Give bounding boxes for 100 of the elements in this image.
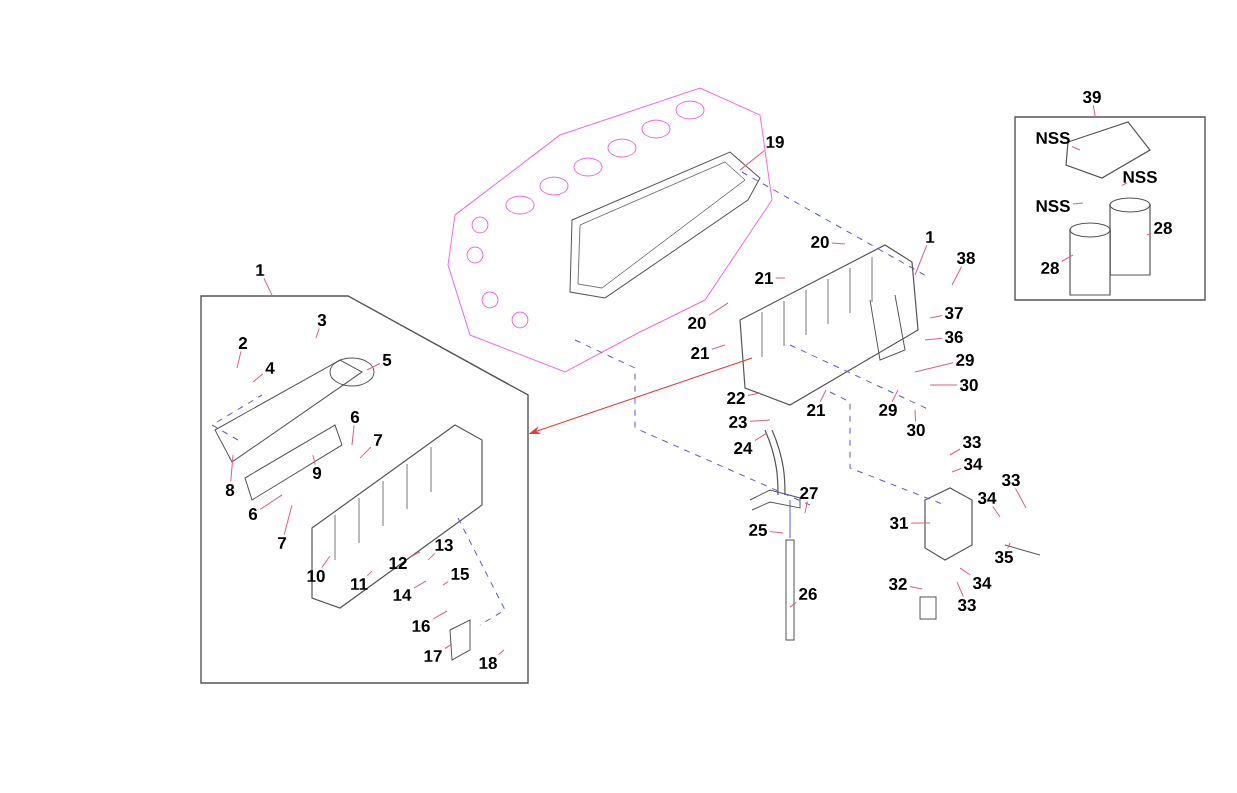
- leader-line: [252, 373, 264, 383]
- leader-line: [1092, 104, 1096, 118]
- leader-line: [442, 581, 449, 586]
- leader-line: [929, 314, 943, 319]
- leader-line: [914, 362, 954, 373]
- leader-line: [351, 424, 355, 446]
- callout-number: 17: [424, 650, 442, 662]
- callout-number: 20: [811, 236, 829, 248]
- leader-line: [804, 500, 808, 514]
- callout-number: 32: [888, 578, 907, 591]
- leader-line: [711, 344, 726, 350]
- callout-number: 29: [956, 354, 974, 366]
- callout-number: 26: [799, 588, 817, 600]
- leader-line: [754, 432, 768, 442]
- callout-number: 20: [688, 317, 706, 329]
- callout-label: NSS: [1036, 200, 1070, 212]
- leader-line: [236, 350, 242, 369]
- leader-line: [949, 448, 961, 456]
- leader-line: [1015, 487, 1027, 509]
- callout-number: 29: [879, 404, 897, 416]
- inset-frame: [1014, 116, 1206, 301]
- callout-number: 4: [265, 362, 275, 374]
- leader-line: [312, 454, 316, 466]
- callout-number: 33: [957, 599, 976, 612]
- callout-number: 7: [278, 537, 286, 549]
- leader-line: [366, 570, 373, 577]
- callout-number: 5: [382, 354, 392, 366]
- leader-line: [1071, 145, 1081, 151]
- callout-number: 34: [963, 458, 983, 471]
- leader-line: [789, 601, 797, 608]
- leader-line: [1072, 202, 1084, 205]
- leader-line: [959, 567, 971, 576]
- leader-line: [819, 389, 827, 403]
- leader-line: [929, 384, 958, 386]
- callout-number: 19: [766, 136, 784, 148]
- callout-number: 11: [351, 578, 368, 590]
- leader-line: [359, 446, 372, 459]
- callout-number: 10: [307, 570, 325, 582]
- leader-line: [321, 555, 331, 569]
- leader-line: [910, 522, 931, 524]
- callout-number: 2: [238, 337, 248, 349]
- leader-line: [1146, 232, 1152, 236]
- leader-line: [747, 392, 761, 397]
- leader-line: [497, 649, 505, 656]
- callout-number: 13: [435, 539, 453, 552]
- callout-number: 33: [962, 436, 981, 449]
- callout-number: 30: [906, 424, 925, 437]
- callout-number: 33: [1001, 474, 1020, 487]
- callout-number: 6: [350, 411, 360, 423]
- callout-number: 30: [959, 379, 978, 392]
- arrow: [529, 357, 753, 434]
- callout-number: 15: [451, 568, 469, 580]
- leader-line: [432, 610, 448, 620]
- callout-number: 8: [225, 484, 235, 496]
- callout-number: 24: [734, 442, 753, 454]
- leader-line: [831, 242, 846, 245]
- leader-line: [708, 302, 729, 316]
- leader-line: [951, 468, 962, 473]
- leader-line: [409, 551, 421, 558]
- callout-number: 35: [994, 551, 1013, 564]
- callout-number: 21: [691, 347, 709, 359]
- callout-number: 18: [479, 657, 497, 669]
- callout-label: NSS: [1123, 171, 1157, 183]
- callout-number: 28: [1154, 222, 1172, 234]
- leader-line: [315, 327, 320, 339]
- leader-line: [1007, 542, 1011, 550]
- leader-line: [427, 552, 436, 561]
- callout-number: 25: [749, 524, 767, 536]
- callout-number: 21: [755, 272, 773, 284]
- callout-number: 37: [944, 307, 963, 320]
- callout-number: 39: [1082, 91, 1101, 104]
- leader-line: [1121, 182, 1128, 186]
- callout-number: 34: [977, 492, 997, 505]
- callout-number: 28: [1041, 262, 1059, 274]
- leader-line: [909, 586, 923, 590]
- leader-line: [914, 409, 917, 423]
- callout-number: 16: [412, 620, 430, 632]
- leader-line: [914, 244, 928, 276]
- leader-line: [749, 419, 771, 422]
- callout-number: 27: [800, 487, 818, 499]
- leader-line: [951, 265, 963, 286]
- leader-line: [891, 389, 899, 403]
- leader-line: [413, 580, 427, 589]
- callout-number: 38: [956, 252, 975, 265]
- callout-number: 1: [256, 264, 265, 276]
- leader-line: [263, 277, 273, 297]
- callout-number: 6: [248, 508, 258, 520]
- callout-label: NSS: [1036, 132, 1070, 144]
- callout-number: 36: [944, 331, 963, 344]
- leader-line: [924, 337, 943, 341]
- leader-line: [283, 504, 293, 536]
- leader-line: [739, 149, 765, 171]
- leader-line: [444, 643, 453, 649]
- leader-line: [992, 505, 1001, 518]
- leader-line: [769, 530, 784, 534]
- callout-number: 1: [926, 231, 935, 243]
- leader-line: [230, 454, 234, 483]
- inset-frame: [200, 295, 529, 684]
- leader-line: [366, 363, 381, 371]
- leader-line: [259, 494, 283, 510]
